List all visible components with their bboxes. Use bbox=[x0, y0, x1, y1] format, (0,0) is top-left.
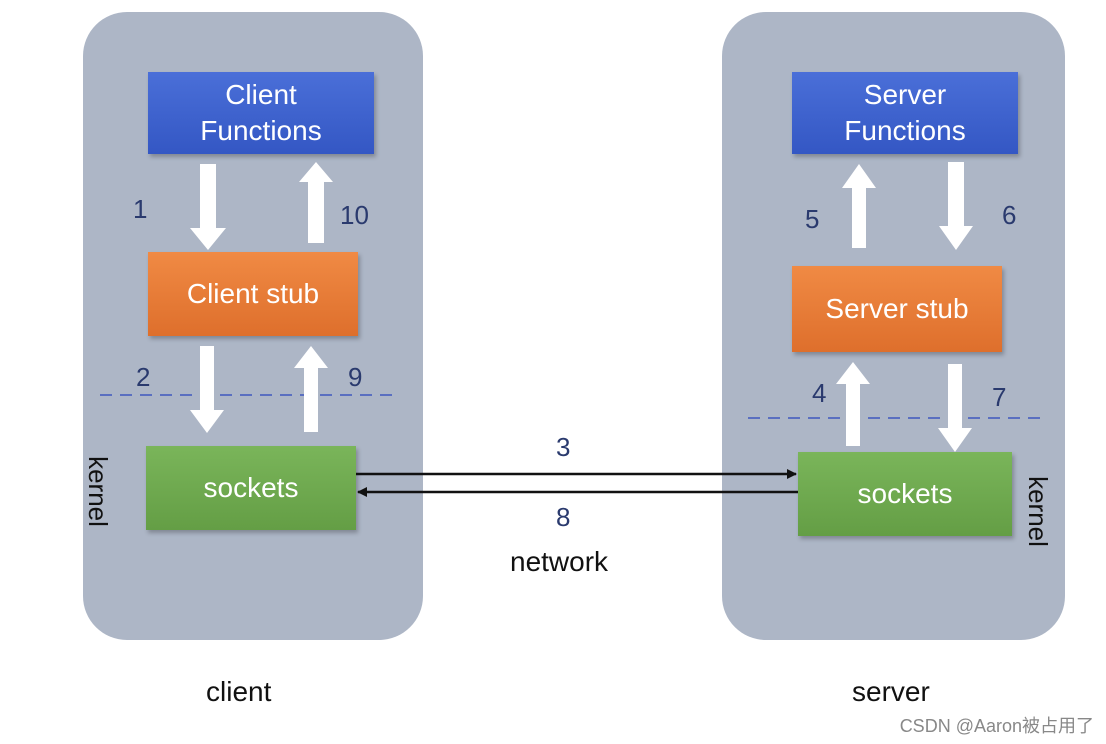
server-kernel-label: kernel bbox=[1022, 476, 1053, 547]
step-4-label: 4 bbox=[812, 378, 827, 408]
server-sockets-label: sockets bbox=[857, 478, 953, 509]
network-label: network bbox=[510, 546, 609, 577]
step-2-label: 2 bbox=[136, 362, 151, 392]
arrow-step-1 bbox=[190, 164, 226, 250]
step-6-label: 6 bbox=[1002, 200, 1017, 230]
server-stub-box: Server stub bbox=[792, 266, 1002, 352]
server-stub-label: Server stub bbox=[825, 293, 969, 324]
arrow-step-7 bbox=[938, 364, 972, 452]
client-caption: client bbox=[206, 676, 272, 707]
client-stub-box: Client stub bbox=[148, 252, 358, 336]
arrow-step-10 bbox=[299, 162, 333, 243]
client-sockets-label: sockets bbox=[203, 472, 299, 503]
step-5-label: 5 bbox=[805, 204, 820, 234]
step-7-label: 7 bbox=[992, 382, 1007, 412]
client-stub-label: Client stub bbox=[186, 278, 320, 309]
step-9-label: 9 bbox=[348, 362, 363, 392]
client-kernel-label: kernel bbox=[82, 456, 113, 527]
arrow-step-4 bbox=[836, 362, 870, 446]
step-10-label: 10 bbox=[340, 200, 369, 230]
arrow-step-6 bbox=[939, 162, 973, 250]
client-sockets-box: sockets bbox=[146, 446, 356, 530]
server-functions-box: Server Functions bbox=[792, 72, 1018, 154]
server-functions-label: Server Functions bbox=[844, 79, 966, 146]
step-8-label: 8 bbox=[556, 502, 571, 532]
watermark: CSDN @Aaron被占用了 bbox=[899, 716, 1094, 736]
arrow-step-2 bbox=[190, 346, 224, 433]
server-sockets-box: sockets bbox=[798, 452, 1012, 536]
step-1-label: 1 bbox=[133, 194, 148, 224]
server-caption: server bbox=[852, 676, 930, 707]
client-functions-box: Client Functions bbox=[148, 72, 374, 154]
arrow-step-5 bbox=[842, 164, 876, 248]
arrow-step-9 bbox=[294, 346, 328, 432]
client-functions-label: Client Functions bbox=[200, 79, 322, 146]
step-3-label: 3 bbox=[556, 432, 571, 462]
